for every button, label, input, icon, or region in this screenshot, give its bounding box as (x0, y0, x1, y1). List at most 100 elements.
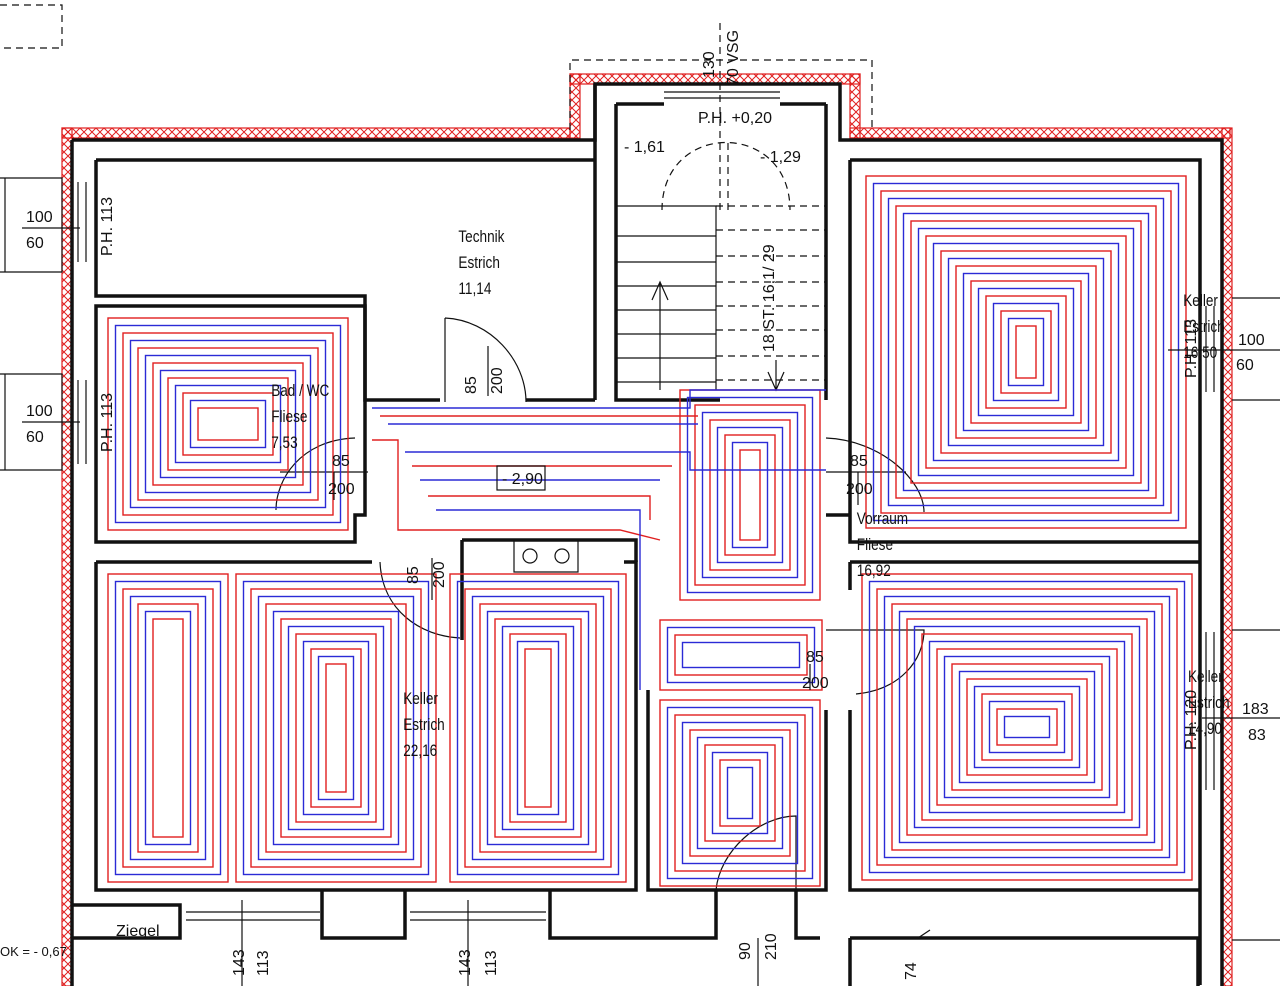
heating-loop (242, 580, 430, 876)
door-bad-width: 85 (332, 453, 350, 470)
heating-loop (152, 618, 184, 838)
heating-loop (250, 588, 422, 868)
room-keller-sw-area: 22,16 (403, 742, 437, 761)
room-technik-area: 11,14 (458, 280, 491, 299)
heating-loop (943, 655, 1111, 799)
window-left-upper-height: 60 (26, 235, 44, 252)
heating-loop (891, 603, 1163, 851)
heating-loop (977, 287, 1075, 417)
room-keller-ne-floor: Estrich (1183, 318, 1225, 337)
room-bad-name: Bad / WC (271, 382, 329, 401)
window-bottom-2-height: 113 (483, 950, 500, 976)
heating-loop (689, 729, 791, 857)
room-keller-se-floor: Estrich (1188, 694, 1230, 713)
heating-loop (674, 634, 808, 676)
door-technik-width: 85 (463, 376, 480, 394)
heating-supply-line (372, 389, 826, 409)
heating-loop (674, 714, 806, 872)
room-keller-ne-name: Keller (1183, 292, 1218, 311)
heating-loop (287, 625, 385, 831)
window-right-lower-width: 183 (1242, 701, 1269, 718)
window-bottom-1-height: 113 (255, 950, 272, 976)
room-bad-floor: Fliese (271, 408, 307, 427)
heating-loop (973, 685, 1081, 769)
window-left-lower-width: 100 (26, 403, 53, 420)
heating-loop (144, 354, 312, 494)
window-left-lower-height: 60 (26, 429, 44, 446)
heating-loop (167, 377, 289, 471)
heating-loop (701, 411, 799, 579)
heating-loop (1007, 317, 1045, 387)
heating-loop (996, 708, 1058, 746)
window-right-upper-ph: P.H. 113 (1183, 319, 1200, 378)
level-right-upper: - 1,29 (760, 149, 801, 166)
heating-loop (883, 595, 1171, 859)
heating-loop (509, 633, 567, 823)
heating-loop (917, 227, 1135, 477)
heating-loop (958, 670, 1096, 784)
heating-loop (910, 220, 1142, 484)
heating-loop (694, 404, 806, 586)
heating-loop (129, 339, 327, 509)
heating-loop (981, 693, 1073, 761)
heating-loop (902, 212, 1150, 492)
heating-loop (182, 392, 274, 456)
heating-loop (861, 573, 1193, 881)
heating-loop (114, 324, 342, 524)
heating-loop (696, 736, 784, 850)
heating-loop (137, 347, 319, 501)
heating-loop (876, 588, 1178, 866)
room-keller-se-name: Keller (1188, 668, 1223, 687)
heating-loop (966, 678, 1088, 776)
heating-supply-line (436, 509, 641, 690)
heating-loop (144, 610, 192, 846)
heating-loop (501, 625, 575, 831)
dimension-lines (22, 227, 1280, 986)
room-keller-se-area: 14,90 (1188, 720, 1222, 739)
room-technik-name: Technik (458, 228, 504, 247)
heating-loop (970, 280, 1082, 424)
stair-label: 18 ST. 16,1/ 29 (761, 244, 778, 352)
heating-loop (951, 663, 1103, 791)
heating-loop (936, 648, 1118, 806)
heating-loop (137, 603, 199, 853)
heating-loop (679, 389, 821, 601)
heating-loop (1000, 310, 1052, 394)
heating-loop (302, 640, 370, 816)
room-keller-ne-area: 16,50 (1183, 344, 1217, 363)
window-left-upper-ph: P.H. 113 (99, 197, 116, 256)
underfloor-heating-loops (107, 175, 1193, 887)
window-frames (0, 91, 1280, 941)
door-keller-ne-width: 85 (850, 453, 868, 470)
window-left-lower-ph: P.H. 113 (99, 393, 116, 452)
room-bad-area: 7,53 (271, 434, 297, 453)
level-ok: OK = - 0,67 (0, 944, 67, 959)
door-bottom-height: 210 (763, 933, 780, 960)
heating-loop (310, 648, 362, 808)
heating-loop (235, 573, 437, 883)
heating-loop (471, 595, 605, 861)
heating-loop (479, 603, 597, 853)
room-vorraum-floor: Fliese (857, 536, 893, 555)
heating-loop (711, 751, 769, 835)
heating-loop (129, 595, 207, 861)
heating-loop (880, 190, 1172, 514)
heating-loop (925, 235, 1127, 469)
heating-loop (898, 610, 1156, 844)
heating-loop (947, 257, 1105, 447)
heating-loop (955, 265, 1097, 439)
heating-loop (295, 633, 377, 823)
heating-loop (114, 580, 222, 876)
heating-loop (107, 317, 349, 531)
heating-loop (928, 640, 1126, 814)
heating-loop (704, 744, 776, 842)
room-technik-floor: Estrich (458, 254, 500, 273)
heating-loop (325, 663, 347, 793)
door-keller-sw-height: 200 (431, 561, 448, 588)
window-top-height: 70 VSG (725, 30, 742, 86)
heating-loop (726, 766, 754, 820)
heating-loop (317, 655, 355, 801)
heating-loop (280, 618, 392, 838)
heating-loop (921, 633, 1133, 821)
